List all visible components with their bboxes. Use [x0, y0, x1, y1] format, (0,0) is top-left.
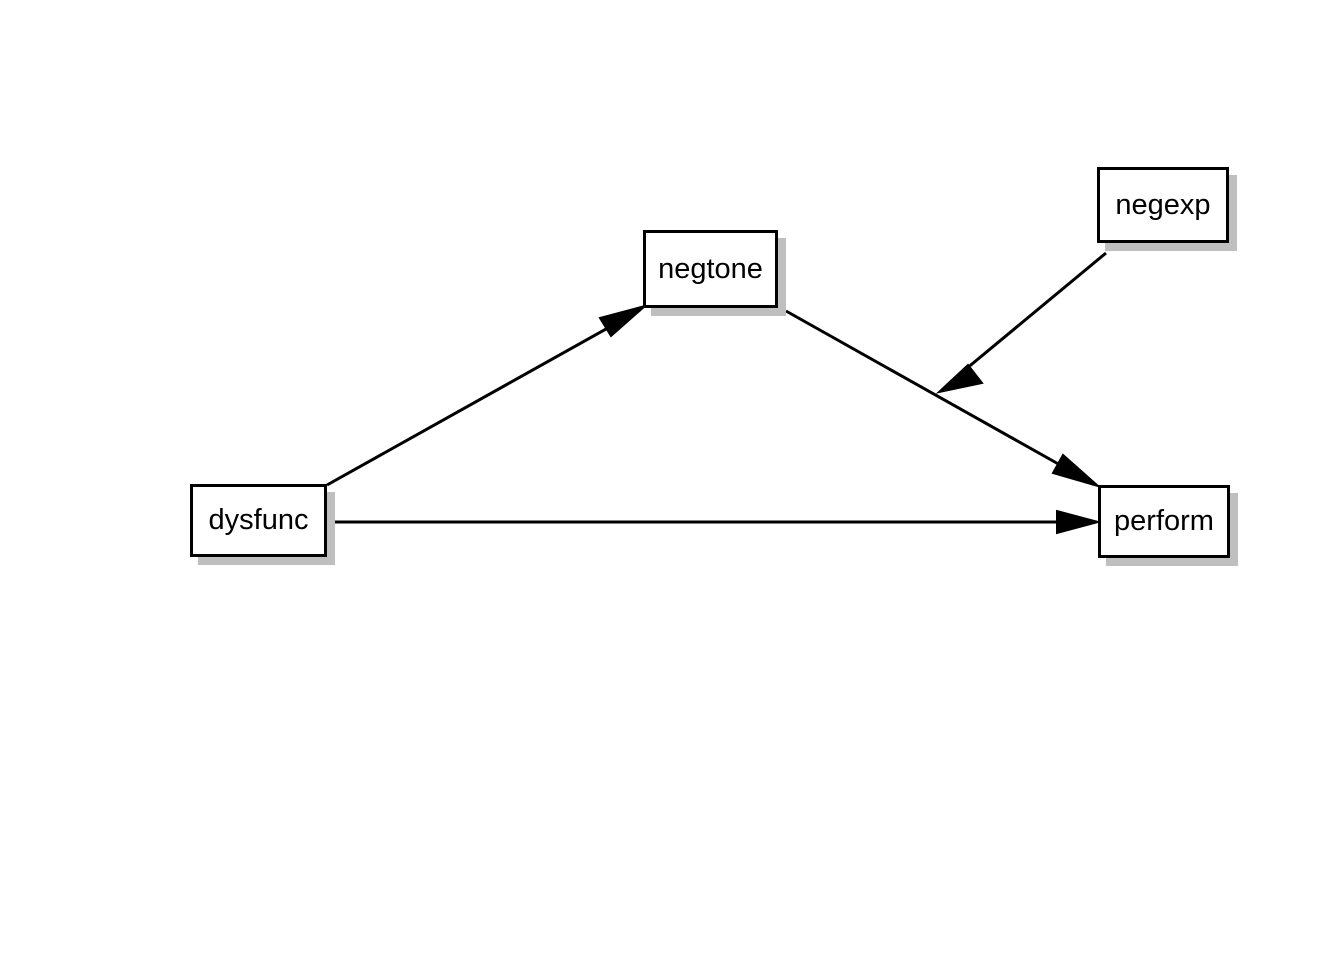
node-negtone[interactable]: negtone [643, 230, 778, 308]
edge-negexp-to-negtone-perform-path [935, 251, 1107, 394]
node-dysfunc[interactable]: dysfunc [190, 484, 327, 557]
node-label-dysfunc: dysfunc [208, 504, 309, 536]
node-label-negexp: negexp [1115, 188, 1211, 221]
node-perform[interactable]: perform [1098, 485, 1230, 558]
node-label-negtone: negtone [658, 252, 763, 285]
edge-negtone-to-perform [785, 309, 1099, 487]
node-negexp[interactable]: negexp [1097, 167, 1229, 243]
edge-dysfunc-to-negtone [326, 305, 646, 487]
node-label-perform: perform [1114, 505, 1214, 537]
edge-dysfunc-to-perform [335, 509, 1102, 535]
